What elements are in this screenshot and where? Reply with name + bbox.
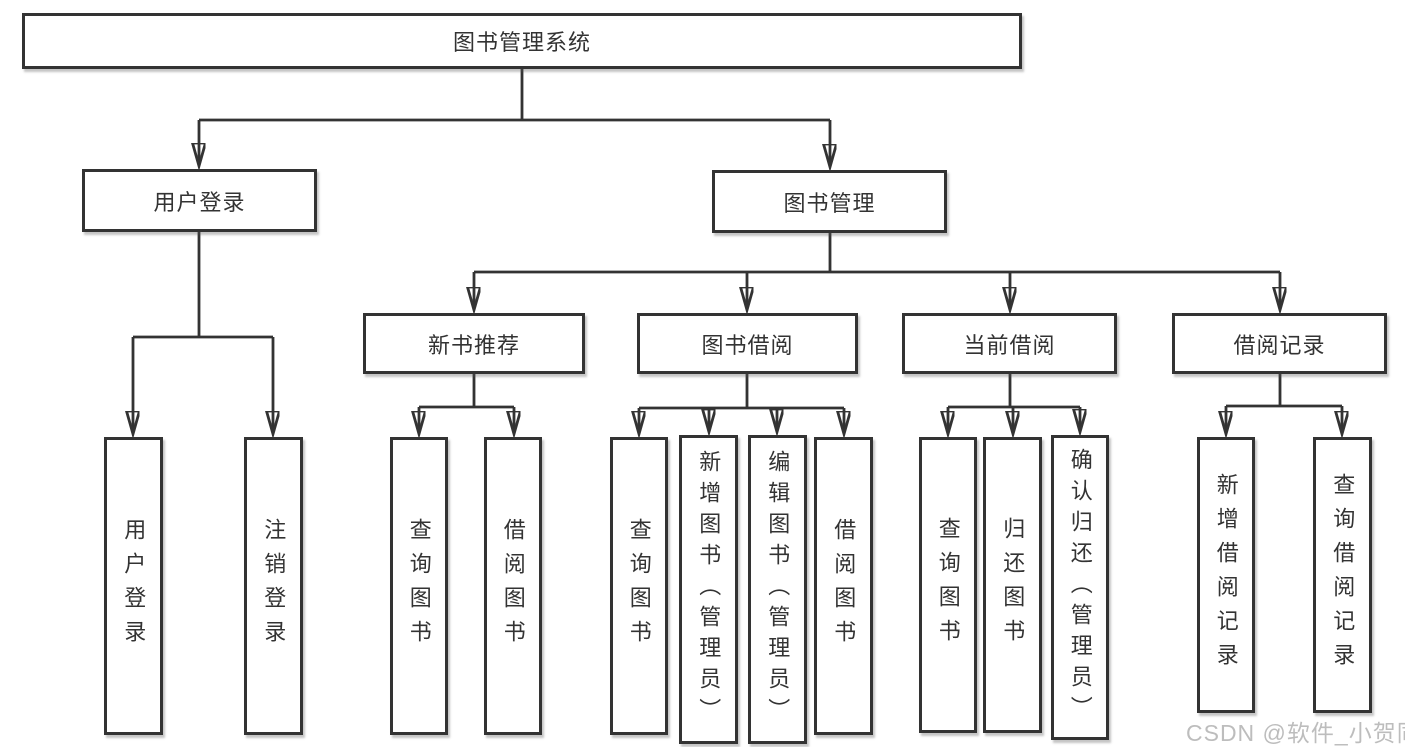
node-library-management-system: 图书管理系统	[22, 13, 1022, 69]
connector-root-trunk	[199, 69, 830, 122]
node-label: 用户登录	[121, 518, 147, 654]
leaf-bb-add-book-admin: 新增图书（管理员）	[679, 435, 738, 744]
connector-user-login-trunk	[133, 232, 273, 339]
node-current-borrowing: 当前借阅	[902, 313, 1117, 374]
node-label: 新增借阅记录	[1213, 473, 1239, 677]
node-label: 查询借阅记录	[1330, 473, 1356, 677]
node-label: 编辑图书（管理员）	[765, 450, 791, 729]
leaf-nr-query-book: 查询图书	[390, 437, 448, 735]
leaf-nr-borrow-book: 借阅图书	[484, 437, 542, 735]
node-user-login: 用户登录	[82, 169, 317, 232]
leaf-bb-query-book: 查询图书	[610, 437, 668, 735]
node-label: 确认归还（管理员）	[1067, 448, 1093, 727]
leaf-cb-return-book: 归还图书	[983, 437, 1042, 733]
node-label: 借阅图书	[831, 518, 857, 654]
node-label: 新增图书（管理员）	[696, 450, 722, 729]
node-label: 查询图书	[626, 518, 652, 654]
node-book-management: 图书管理	[712, 170, 947, 233]
leaf-br-add-record: 新增借阅记录	[1197, 437, 1255, 713]
leaf-bb-borrow-book: 借阅图书	[814, 437, 873, 735]
connector-current-borrow-trunk	[948, 374, 1080, 409]
node-label: 查询图书	[406, 518, 432, 654]
node-label: 当前借阅	[963, 332, 1056, 358]
connector-borrow-records-trunk	[1226, 374, 1342, 408]
node-borrow-records: 借阅记录	[1172, 313, 1387, 374]
leaf-user-login: 用户登录	[104, 437, 163, 735]
leaf-cb-query-book: 查询图书	[919, 437, 977, 733]
node-label: 查询图书	[935, 517, 961, 653]
node-label: 注销登录	[261, 518, 287, 654]
leaf-cb-confirm-return-admin: 确认归还（管理员）	[1051, 435, 1109, 740]
node-label: 借阅记录	[1233, 332, 1326, 358]
leaf-logout: 注销登录	[244, 437, 303, 735]
node-label: 图书借阅	[701, 332, 794, 358]
connector-book-borrow-trunk	[639, 374, 844, 410]
leaf-bb-edit-book-admin: 编辑图书（管理员）	[748, 435, 807, 744]
node-label: 归还图书	[1000, 517, 1026, 653]
node-label: 图书管理系统	[452, 30, 591, 55]
node-new-book-recommendation: 新书推荐	[363, 313, 585, 374]
leaf-br-query-record: 查询借阅记录	[1313, 437, 1372, 713]
connector-new-book-trunk	[419, 374, 514, 409]
node-label: 图书管理	[783, 190, 876, 216]
node-label: 借阅图书	[500, 518, 526, 654]
connector-book-mgmt-trunk	[474, 233, 1280, 274]
node-label: 新书推荐	[427, 332, 520, 358]
node-book-borrowing: 图书借阅	[637, 313, 858, 374]
csdn-watermark: CSDN @软件_小贺同学	[1186, 720, 1405, 746]
node-label: 用户登录	[153, 189, 246, 215]
